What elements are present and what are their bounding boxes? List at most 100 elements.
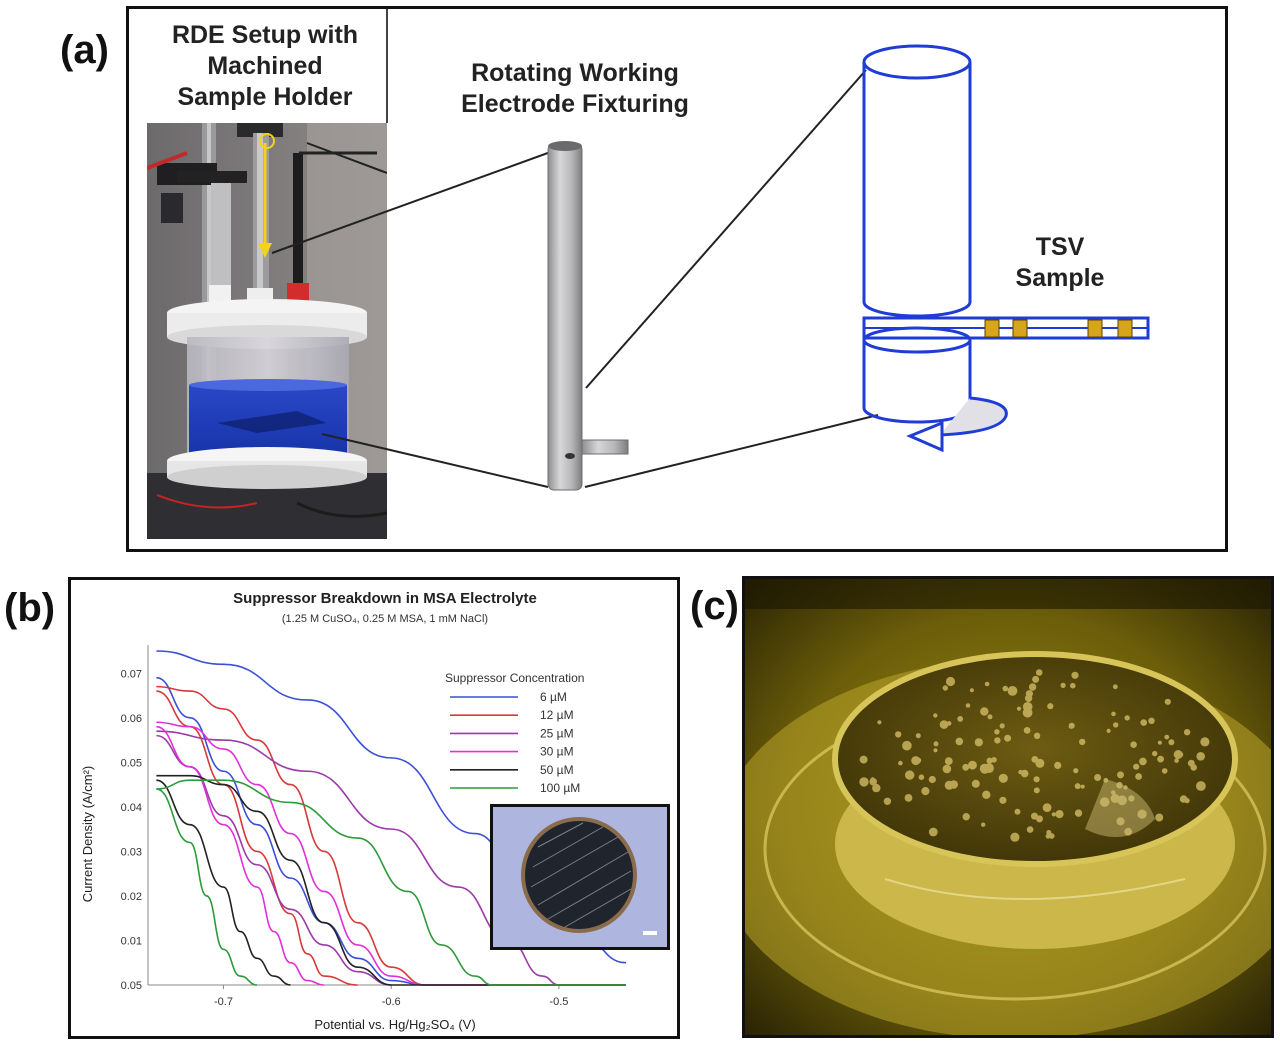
bubble xyxy=(1164,734,1170,740)
bubble xyxy=(1068,722,1075,729)
bubble xyxy=(1183,729,1191,736)
bubble xyxy=(1002,685,1009,692)
bubble xyxy=(980,707,989,716)
panel-b-frame xyxy=(68,577,680,1039)
y-tick-label: 0.06 xyxy=(121,713,142,725)
bubble xyxy=(939,720,949,729)
bubble xyxy=(1073,768,1079,774)
legend-entry: 6 µM xyxy=(540,690,567,704)
bubble xyxy=(1196,752,1205,761)
bubble xyxy=(986,757,993,764)
bubble xyxy=(1152,750,1158,757)
x-tick-label: -0.7 xyxy=(214,996,233,1008)
bubble xyxy=(1035,669,1043,676)
bubble xyxy=(1014,808,1021,815)
y-tick-label: 0.04 xyxy=(121,802,142,814)
series-line-reverse xyxy=(156,779,291,986)
series-line-reverse xyxy=(156,734,392,986)
bubble xyxy=(1174,758,1179,763)
bubble xyxy=(1184,797,1190,804)
bubble xyxy=(902,740,912,751)
suppressor-chart: Suppressor Breakdown in MSA Electrolyte … xyxy=(80,590,627,1032)
bubble xyxy=(969,688,974,693)
bubble xyxy=(1117,771,1124,779)
bubble xyxy=(1033,732,1041,739)
bubble xyxy=(898,760,903,766)
bubble xyxy=(1047,703,1054,710)
bubble xyxy=(1164,698,1171,705)
y-tick-label: 0.03 xyxy=(121,846,142,858)
legend-entry: 12 µM xyxy=(540,708,574,722)
bubble xyxy=(1074,783,1081,790)
bubble xyxy=(987,714,993,720)
bubble xyxy=(883,797,892,805)
bubble xyxy=(1028,683,1037,691)
bubble xyxy=(942,764,952,774)
bubble xyxy=(1133,763,1140,770)
inset-micrograph xyxy=(490,804,670,950)
bubble xyxy=(1135,773,1142,780)
bubble xyxy=(1148,717,1155,724)
bubble xyxy=(1031,812,1038,820)
bubble xyxy=(1031,756,1039,763)
bubble xyxy=(998,773,1008,783)
bubble xyxy=(1079,738,1086,746)
bubble xyxy=(928,775,936,784)
y-axis-label: Current Density (A/cm²) xyxy=(80,766,95,903)
bubble xyxy=(905,770,915,780)
bubble xyxy=(965,703,971,708)
bubble xyxy=(999,723,1005,729)
bubble xyxy=(1042,803,1052,812)
bubble xyxy=(1124,715,1130,721)
bubble xyxy=(1004,734,1012,742)
bubble xyxy=(904,794,913,802)
bubble xyxy=(945,676,956,687)
series-line-forward xyxy=(156,730,626,986)
bubble xyxy=(911,756,919,764)
bubble xyxy=(944,757,953,765)
bubble xyxy=(1130,741,1137,748)
x-tick-label: -0.5 xyxy=(549,996,568,1008)
bubble xyxy=(1094,774,1102,781)
bubble xyxy=(933,741,939,747)
y-tick-label: 0.05 xyxy=(121,757,142,769)
bubble xyxy=(1023,727,1031,734)
bubble xyxy=(999,796,1007,804)
bubble xyxy=(1071,671,1079,679)
bubble xyxy=(895,731,902,738)
bubble xyxy=(1055,810,1064,819)
electrode-rod xyxy=(547,141,629,491)
legend-entry: 25 µM xyxy=(540,726,574,740)
chart-title: Suppressor Breakdown in MSA Electrolyte xyxy=(233,590,537,607)
bubble xyxy=(1026,826,1034,833)
legend-entry: 50 µM xyxy=(540,763,574,777)
bubble xyxy=(1070,682,1076,689)
bubble xyxy=(1025,690,1033,698)
bubble xyxy=(984,763,994,773)
bubble xyxy=(915,733,921,739)
bubble xyxy=(1140,719,1147,726)
bubble xyxy=(928,827,938,837)
bubble xyxy=(1111,711,1116,717)
bubble xyxy=(921,787,930,796)
bubble xyxy=(962,763,970,771)
bubble xyxy=(1080,784,1085,789)
bubble xyxy=(1033,787,1040,794)
bubble xyxy=(1060,682,1066,688)
bubble xyxy=(1032,675,1040,683)
bubble xyxy=(1022,702,1033,712)
bubble xyxy=(968,760,977,770)
bubble xyxy=(942,685,948,691)
bubble xyxy=(1048,833,1055,839)
bubble xyxy=(1007,686,1018,696)
bubble xyxy=(1074,809,1083,817)
series-line-reverse xyxy=(156,690,358,986)
y-tick-label: 0.07 xyxy=(121,668,142,680)
series-line-forward xyxy=(156,779,626,986)
x-tick-label: -0.6 xyxy=(382,996,401,1008)
bubble xyxy=(859,777,869,787)
bubble xyxy=(1190,764,1197,771)
tsv-sample-line1: TSV xyxy=(1035,233,1085,261)
legend-title: Suppressor Concentration xyxy=(445,671,584,685)
